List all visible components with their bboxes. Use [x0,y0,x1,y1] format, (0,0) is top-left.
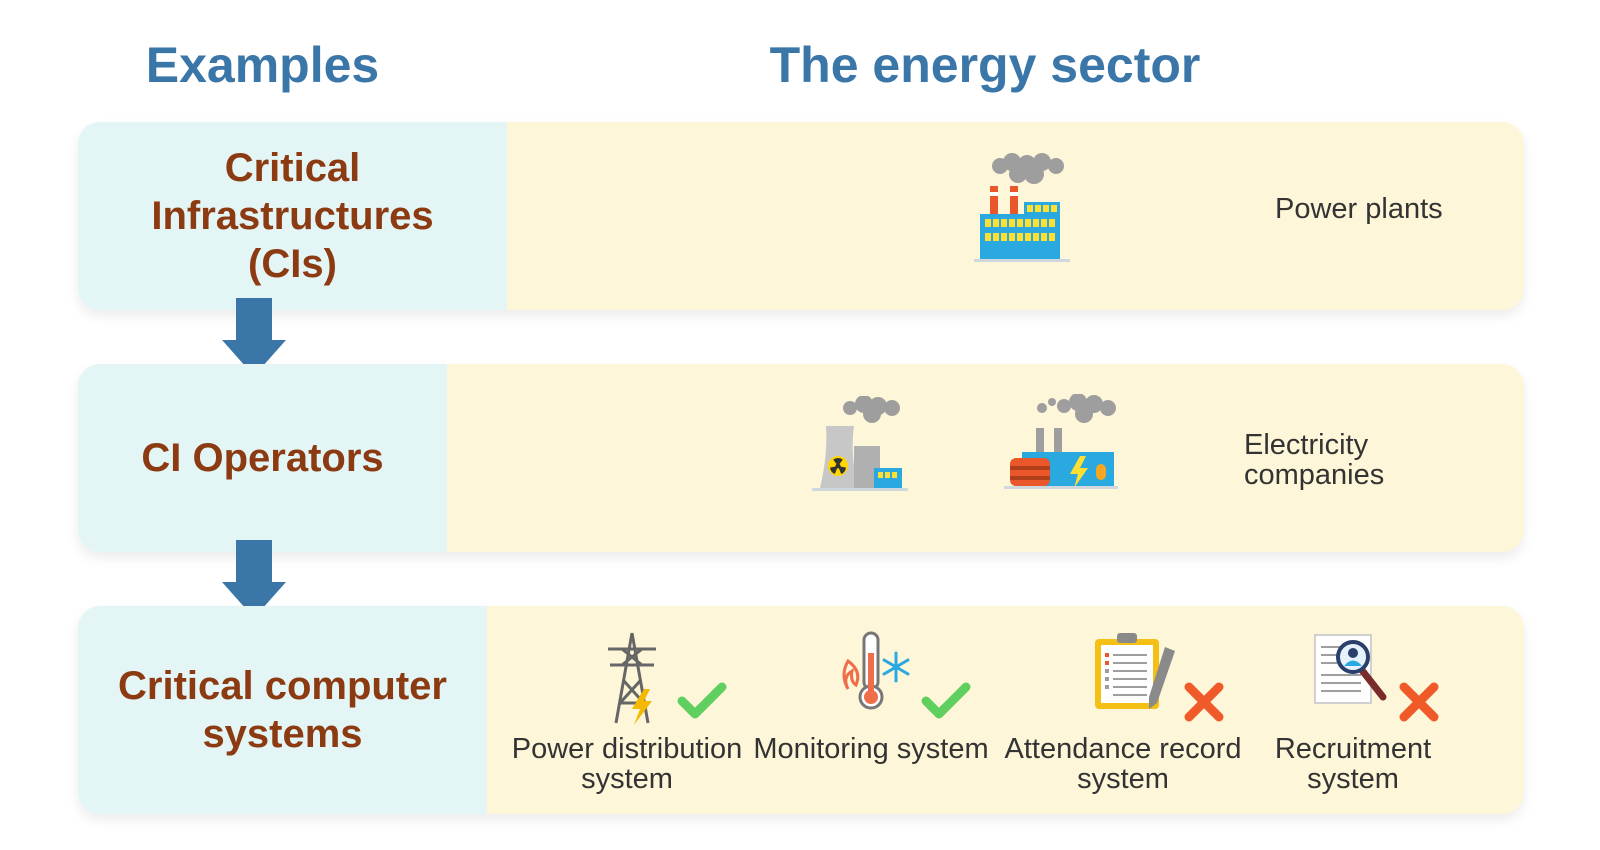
row-label-cis: Critical Infrastructures (CIs) [78,122,507,310]
electricity-company-icon [1004,394,1118,489]
cross-icon [1184,682,1224,722]
row-label-critical-systems: Critical computer systems [78,606,487,814]
examples-heading: Examples [145,37,380,93]
energy-sector-heading: The energy sector [769,37,1201,93]
clipboard-icon [1095,633,1175,709]
row-content-ci-operators: Electricity companies [447,364,1524,552]
down-arrow-icon [222,540,286,618]
cross-icon [1399,682,1439,722]
system-label: Attendance record system [1004,733,1242,795]
row-critical-infrastructures: Critical Infrastructures (CIs) Power pla… [78,122,1524,310]
check-icon [921,682,971,719]
power-tower-icon [608,632,656,725]
row-ci-operators: CI Operators [78,364,1524,552]
system-label: Monitoring system [753,733,989,765]
check-icon [677,682,727,719]
row-content-cis: Power plants [507,122,1524,310]
resume-search-icon [1314,634,1387,704]
power-plants-label: Power plants [1275,193,1443,225]
nuclear-plant-icon [812,396,908,491]
power-plant-icon [974,153,1070,262]
system-label: Recruitment system [1274,733,1432,795]
row-critical-computer-systems: Critical computer systems Power distribu… [78,606,1524,814]
thermometer-icon [842,631,910,710]
down-arrow-icon [222,298,286,376]
electricity-companies-label: Electricity companies [1244,429,1385,491]
system-recruitment: Recruitment system [1233,606,1473,814]
system-attendance-record: Attendance record system [1003,606,1243,814]
system-label: Power distribution system [511,733,743,795]
row-label-ci-operators: CI Operators [78,364,447,552]
system-monitoring: Monitoring system [751,606,991,814]
row-content-critical-systems: Power distribution system Monitoring sys… [487,606,1524,814]
system-power-distribution: Power distribution system [507,606,747,814]
